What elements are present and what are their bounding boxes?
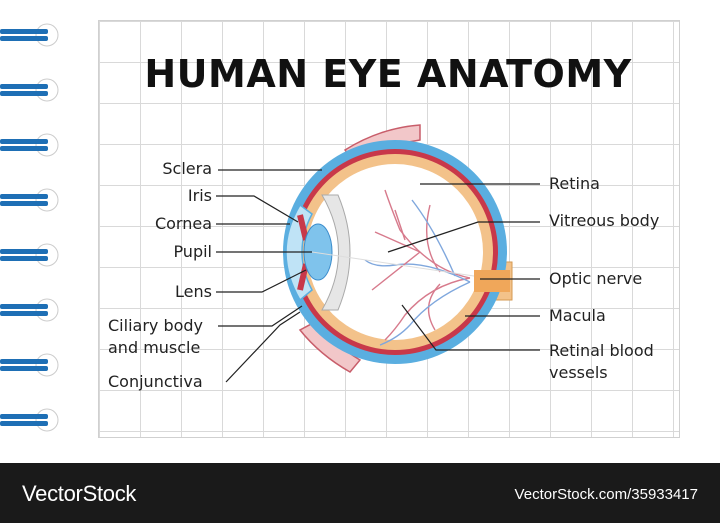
ciliary-body-shape [321, 194, 351, 311]
pointer-vitreous [387, 221, 540, 253]
pointer-lens [216, 269, 307, 293]
page-title: HUMAN EYE ANATOMY [144, 52, 632, 96]
label-conjunctiva: Conjunctiva [108, 372, 203, 391]
footer-brand: VectorStock [22, 481, 137, 506]
binding-ring [0, 243, 59, 267]
binding-ring [0, 23, 59, 47]
binding-ring [0, 133, 59, 157]
label-pupil: Pupil [173, 242, 212, 261]
binding-ring [0, 78, 59, 102]
label-vitreous-body: Vitreous body [549, 211, 660, 230]
vitreous-body-shape [307, 164, 483, 340]
optic-disc [474, 270, 510, 292]
footer-image-code: VectorStock.com/35933417 [514, 486, 698, 503]
label-lens: Lens [175, 282, 212, 301]
diagram-canvas [0, 23, 540, 432]
binding-ring [0, 298, 59, 322]
iris-shape [297, 214, 309, 291]
pointer-vessels [401, 304, 540, 351]
binding-ring [0, 188, 59, 212]
watermark-footer: VectorStock VectorStock.com/35933417 [0, 463, 720, 523]
label-ciliary-body: Ciliary body and muscle [108, 316, 204, 357]
label-sclera: Sclera [162, 159, 212, 178]
pointer-conjunctiva [225, 311, 301, 383]
retinal-blood-vessels [364, 189, 471, 346]
pointer-lines-right [387, 183, 540, 351]
pointer-ciliary [218, 305, 303, 327]
label-iris: Iris [187, 186, 212, 205]
pointer-lines-left [216, 169, 322, 383]
label-cornea: Cornea [154, 214, 212, 233]
spiral-binding [0, 23, 59, 432]
label-retinal-blood-vessels: Retinal blood vessels [549, 341, 654, 382]
label-retina: Retina [549, 174, 600, 193]
label-macula: Macula [549, 306, 606, 325]
label-optic-nerve: Optic nerve [549, 269, 643, 288]
binding-ring [0, 408, 59, 432]
binding-ring [0, 353, 59, 377]
pointer-iris [216, 195, 299, 223]
